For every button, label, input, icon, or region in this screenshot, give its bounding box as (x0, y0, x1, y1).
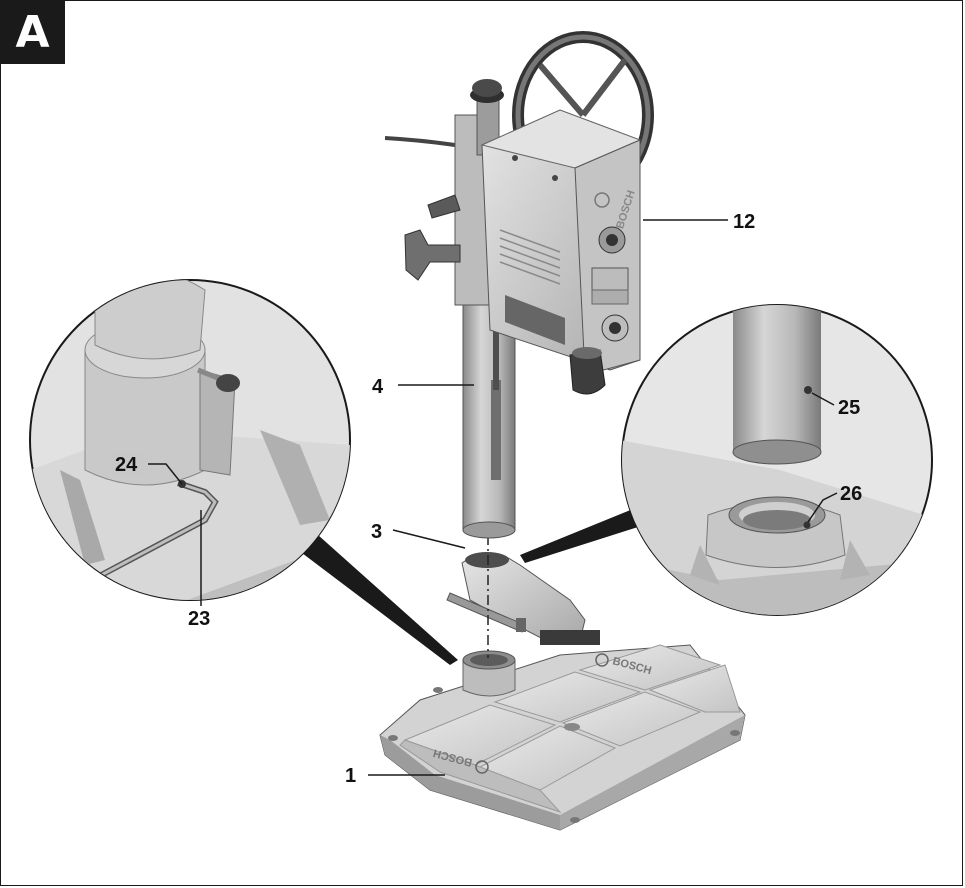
vent-grille (505, 295, 565, 345)
callout-label-12: 12 (733, 211, 755, 233)
callout-label-4: 4 (372, 376, 384, 398)
drill-chuck (569, 347, 606, 395)
figure-letter-badge: A (0, 0, 65, 64)
callout-label-25: 25 (838, 397, 860, 419)
power-cord (384, 136, 456, 147)
callout-label-1: 1 (345, 765, 356, 787)
figure-letter: A (15, 6, 50, 58)
callout-label-3: 3 (371, 521, 382, 543)
control-display (591, 267, 629, 291)
column-tube (462, 299, 516, 539)
drill-motor-housing: BOSCH (480, 109, 642, 376)
base-plate: BOSCH BOSCH (379, 644, 746, 831)
guide-carriage (446, 552, 600, 645)
callout-leaders (148, 219, 838, 776)
callout-badge-24 (112, 452, 144, 476)
callout-label-24: 24 (115, 454, 138, 476)
column-socket (462, 650, 516, 697)
locating-hole (803, 521, 811, 529)
detail-circle-left (29, 279, 458, 665)
callout-label-26: 26 (840, 483, 862, 505)
locating-pin (804, 386, 812, 394)
callout-label-23: 23 (188, 608, 210, 630)
detail-circle-right (520, 304, 933, 616)
